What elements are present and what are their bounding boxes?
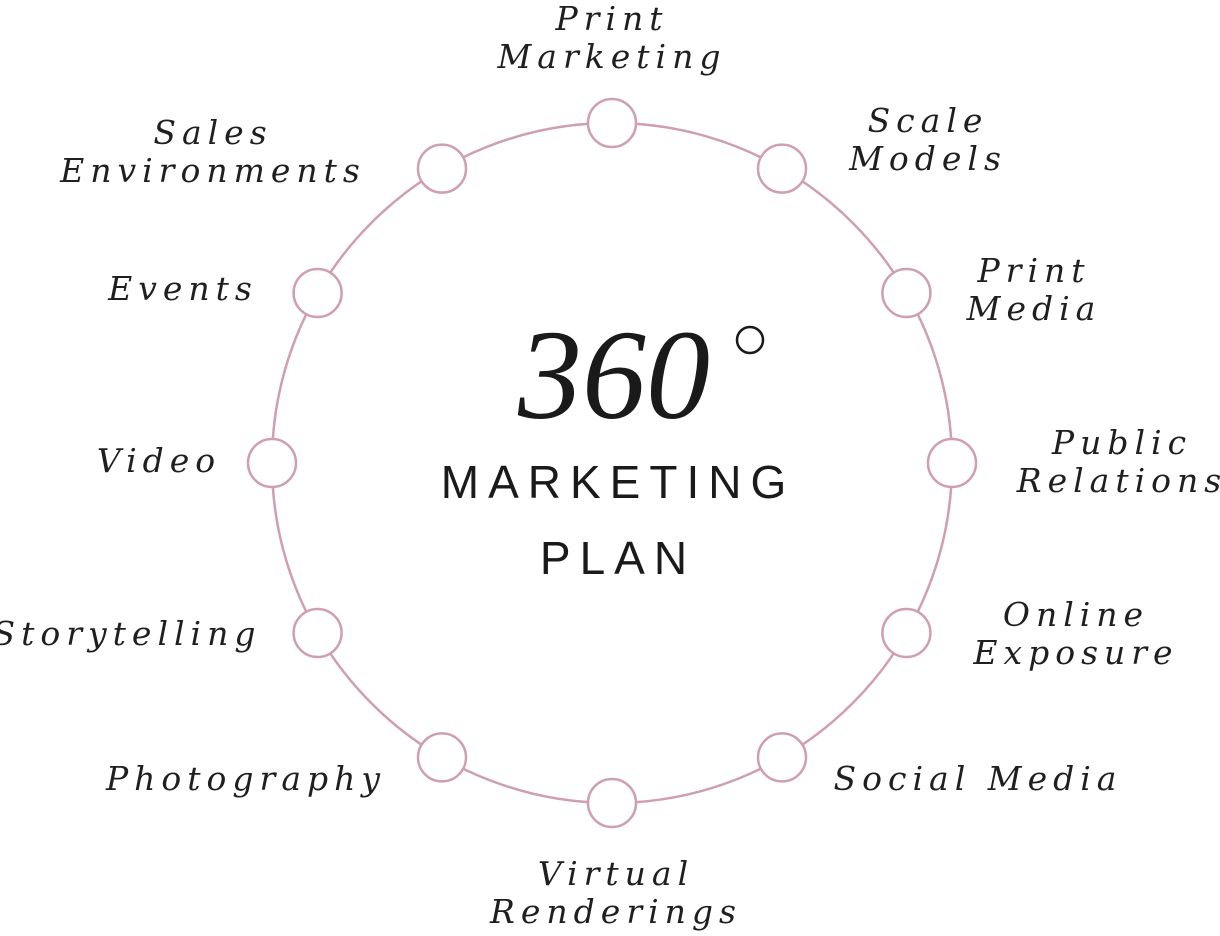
label-social-media: Social Media xyxy=(834,759,1123,798)
label-line: Models xyxy=(848,139,1007,178)
center-title-line2: PLAN xyxy=(540,532,696,584)
degree-symbol xyxy=(735,325,765,355)
node-video xyxy=(246,437,298,489)
node-print-marketing xyxy=(586,97,638,149)
label-video: Video xyxy=(97,441,221,480)
label-line: Exposure xyxy=(972,633,1178,672)
center-number: 360 xyxy=(517,304,710,446)
label-line: Media xyxy=(966,289,1102,328)
label-storytelling: Storytelling xyxy=(0,614,262,653)
label-line: Renderings xyxy=(489,892,742,931)
node-photography xyxy=(416,732,468,783)
label-line: Print xyxy=(554,0,668,38)
label-line: Photography xyxy=(105,759,386,798)
node-storytelling xyxy=(292,607,343,659)
label-line: Video xyxy=(97,441,221,480)
node-scale-models xyxy=(756,143,808,194)
label-line: Events xyxy=(107,269,258,308)
node-online-exposure xyxy=(881,607,932,659)
label-photography: Photography xyxy=(105,759,386,798)
label-events: Events xyxy=(107,269,258,308)
label-line: Storytelling xyxy=(0,614,262,653)
node-public-relations xyxy=(926,437,978,489)
node-events xyxy=(292,267,343,319)
node-social-media xyxy=(756,732,808,783)
label-line: Social Media xyxy=(834,759,1123,798)
label-line: Print xyxy=(976,251,1090,290)
label-line: Marketing xyxy=(497,37,727,76)
label-line: Environments xyxy=(59,151,366,190)
label-line: Relations xyxy=(1016,461,1220,500)
label-line: Scale xyxy=(868,101,989,140)
label-line: Sales xyxy=(153,113,272,152)
node-print-media xyxy=(881,267,932,319)
center-title-line1: MARKETING xyxy=(441,456,795,508)
label-line: Online xyxy=(1003,595,1149,634)
cycle-nodes xyxy=(246,97,978,829)
label-line: Public xyxy=(1051,423,1192,462)
node-sales-environments xyxy=(416,143,468,194)
center-block: 360 MARKETING PLAN xyxy=(441,304,795,584)
label-line: Virtual xyxy=(538,854,694,893)
node-virtual-renderings xyxy=(586,777,638,829)
